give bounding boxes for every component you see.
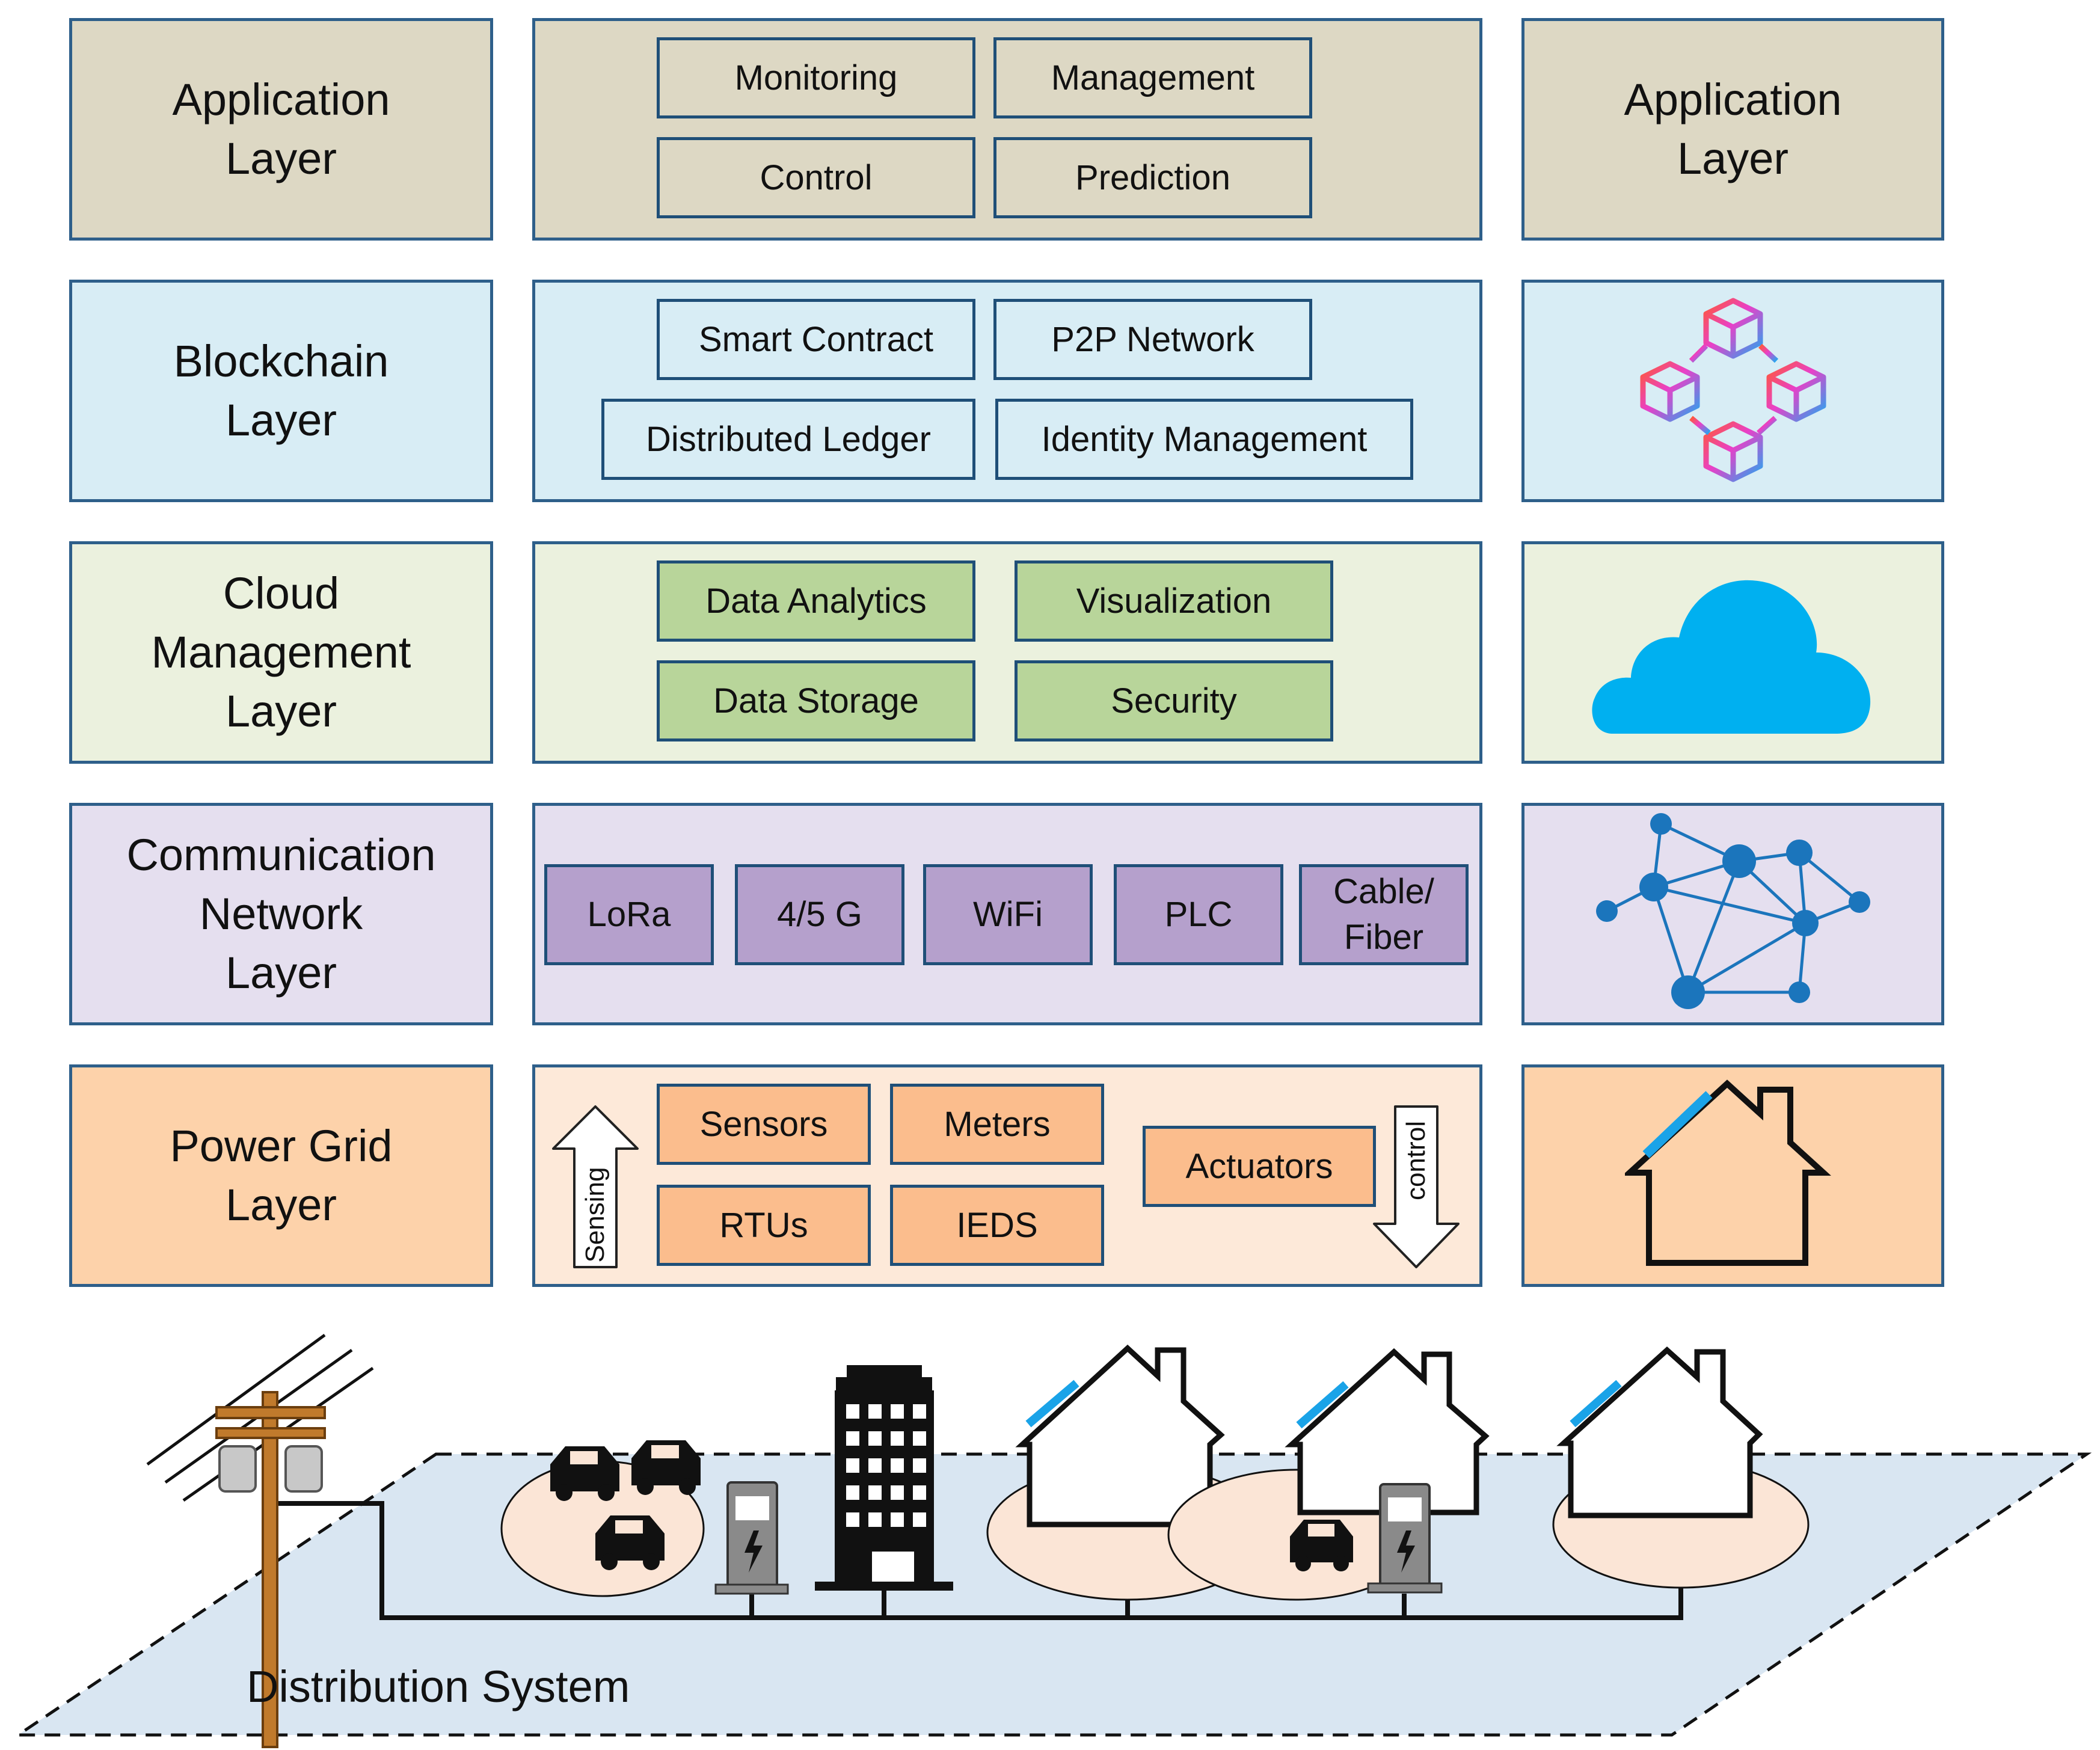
communication-layer-title: Communication Network Layer — [126, 830, 436, 998]
pg-item-actuators: Actuators — [1143, 1126, 1376, 1207]
pg-item-ieds: IEDS — [890, 1185, 1104, 1266]
bc-item-identity-management: Identity Management — [995, 399, 1413, 480]
house-ev-icon — [1167, 1348, 1490, 1601]
cloud-layer-right-box — [1521, 541, 1944, 764]
blockchain-cubes-icon — [1640, 298, 1826, 482]
control-arrow: control — [1371, 1104, 1461, 1272]
cloud-layer-title: Cloud Management Layer — [151, 568, 411, 736]
blockchain-layer-right-box — [1521, 280, 1944, 502]
car-icon — [631, 1440, 701, 1495]
power-grid-layer-title: Power Grid Layer — [170, 1121, 393, 1230]
cloud-layer-label-box: Cloud Management Layer — [69, 541, 493, 764]
comm-item-wifi: WiFi — [923, 864, 1093, 965]
comm-item-cable-fiber: Cable/ Fiber — [1299, 864, 1469, 965]
blockchain-layer-label-box: Blockchain Layer — [69, 280, 493, 502]
app-item-management: Management — [993, 37, 1312, 118]
distribution-system-label: Distribution System — [247, 1662, 630, 1712]
office-building-icon — [815, 1365, 953, 1591]
house-icon — [1552, 1346, 1810, 1589]
utility-pole-icon — [146, 1333, 374, 1748]
car-icon — [595, 1515, 665, 1570]
control-label: control — [1401, 1120, 1431, 1201]
application-layer-right-title: Application Layer — [1624, 75, 1842, 183]
power-grid-layer-right-box — [1521, 1064, 1944, 1287]
power-grid-layer-label-box: Power Grid Layer — [69, 1064, 493, 1287]
application-layer-label-box: Application Layer — [69, 18, 493, 241]
communication-layer-right-box — [1521, 803, 1944, 1025]
bc-item-smart-contract: Smart Contract — [657, 299, 975, 380]
network-graph-icon — [1595, 813, 1870, 1009]
pg-item-meters: Meters — [890, 1084, 1104, 1165]
pg-item-rtus: RTUs — [657, 1185, 871, 1266]
app-item-control: Control — [657, 137, 975, 218]
ev-parking-area — [500, 1440, 789, 1597]
charging-station-icon — [714, 1481, 789, 1595]
app-item-monitoring: Monitoring — [657, 37, 975, 118]
cloud-item-visualization: Visualization — [1015, 560, 1333, 642]
sensing-arrow: Sensing — [550, 1104, 640, 1272]
comm-item-lora: LoRa — [544, 864, 714, 965]
charging-station-icon — [1367, 1483, 1443, 1594]
pg-item-sensors: Sensors — [657, 1084, 871, 1165]
application-layer-right-box: Application Layer — [1521, 18, 1944, 241]
blockchain-layer-title: Blockchain Layer — [173, 336, 389, 445]
app-item-prediction: Prediction — [993, 137, 1312, 218]
bc-item-distributed-ledger: Distributed Ledger — [601, 399, 975, 480]
car-icon — [550, 1446, 619, 1501]
comm-item-4-5g: 4/5 G — [735, 864, 904, 965]
application-layer-title: Application Layer — [172, 75, 390, 183]
cloud-item-data-storage: Data Storage — [657, 660, 975, 741]
house-solar-icon — [1624, 1079, 1831, 1266]
cloud-item-security: Security — [1015, 660, 1333, 741]
communication-layer-label-box: Communication Network Layer — [69, 803, 493, 1025]
bc-item-p2p-network: P2P Network — [993, 299, 1312, 380]
cloud-icon — [1591, 580, 1870, 734]
cloud-item-data-analytics: Data Analytics — [657, 560, 975, 642]
sensing-label: Sensing — [580, 1167, 610, 1263]
comm-item-plc: PLC — [1114, 864, 1283, 965]
distribution-scene — [13, 1333, 2092, 1748]
car-icon — [1290, 1520, 1353, 1571]
feeder-line — [272, 1501, 1683, 1620]
